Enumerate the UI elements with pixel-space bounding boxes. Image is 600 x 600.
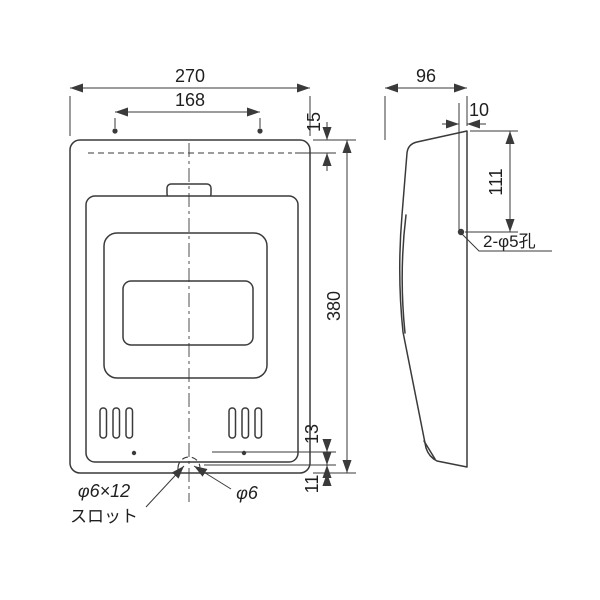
dim-depth-value: 96 [416, 66, 436, 86]
dim-380: 380 [313, 139, 356, 474]
dim-bottom-offset-value: 11 [302, 475, 322, 494]
slot-size-label: φ6×12 [78, 481, 130, 501]
dim-hole-inset-value: 10 [469, 100, 489, 120]
side-profile-outline [398, 130, 468, 468]
slot-word-label: スロット [70, 507, 138, 526]
dim-96: 96 [384, 66, 468, 140]
mount-hole-callout: 2-φ5孔 [457, 228, 552, 252]
dim-168: 168 [112, 90, 263, 134]
hole-callout: φ6 [193, 465, 259, 503]
dim-top-offset-value: 15 [304, 112, 324, 132]
leader-line [193, 465, 232, 490]
dim-11: 11 [302, 452, 332, 494]
vent-slot [125, 407, 134, 439]
vent-slots-left [99, 407, 134, 439]
vent-slot [99, 407, 108, 439]
vent-slot [228, 407, 237, 439]
vent-slot [112, 407, 121, 439]
leader-line [145, 465, 185, 508]
dim-height-value: 380 [324, 291, 344, 321]
dim-111: 111 [465, 130, 518, 233]
side-view [398, 130, 468, 468]
front-cover-panel [85, 195, 299, 463]
leader-line [461, 233, 552, 252]
side-bottom-edge-line [423, 440, 436, 460]
display-window [122, 280, 254, 346]
dim-width-value: 270 [175, 66, 205, 86]
vent-slot [254, 407, 263, 439]
mount-hole-dot [457, 228, 465, 236]
screw-mark-right [241, 450, 247, 456]
screw-mark-left [131, 450, 137, 456]
bottom-slot-arc [177, 456, 201, 469]
reference-dot [257, 128, 263, 134]
front-view [69, 139, 311, 502]
dim-10: 10 [442, 98, 489, 230]
dim-inner-width-value: 168 [175, 90, 205, 110]
dim-hole-pitch-value: 111 [486, 168, 506, 195]
vent-slots-right [228, 407, 263, 439]
mount-holes-label: 2-φ5孔 [483, 232, 536, 251]
dim-slot-offset-value: 13 [302, 424, 322, 444]
hole-label: φ6 [236, 483, 259, 503]
dim-15: 15 [295, 112, 336, 171]
vent-slot [241, 407, 250, 439]
dim-270: 270 [69, 66, 311, 136]
slot-callout: φ6×12 スロット [70, 465, 185, 526]
display-bezel [103, 232, 268, 379]
reference-dot [112, 128, 118, 134]
dim-13: 13 [204, 424, 336, 478]
side-face-edge-line [401, 214, 407, 334]
